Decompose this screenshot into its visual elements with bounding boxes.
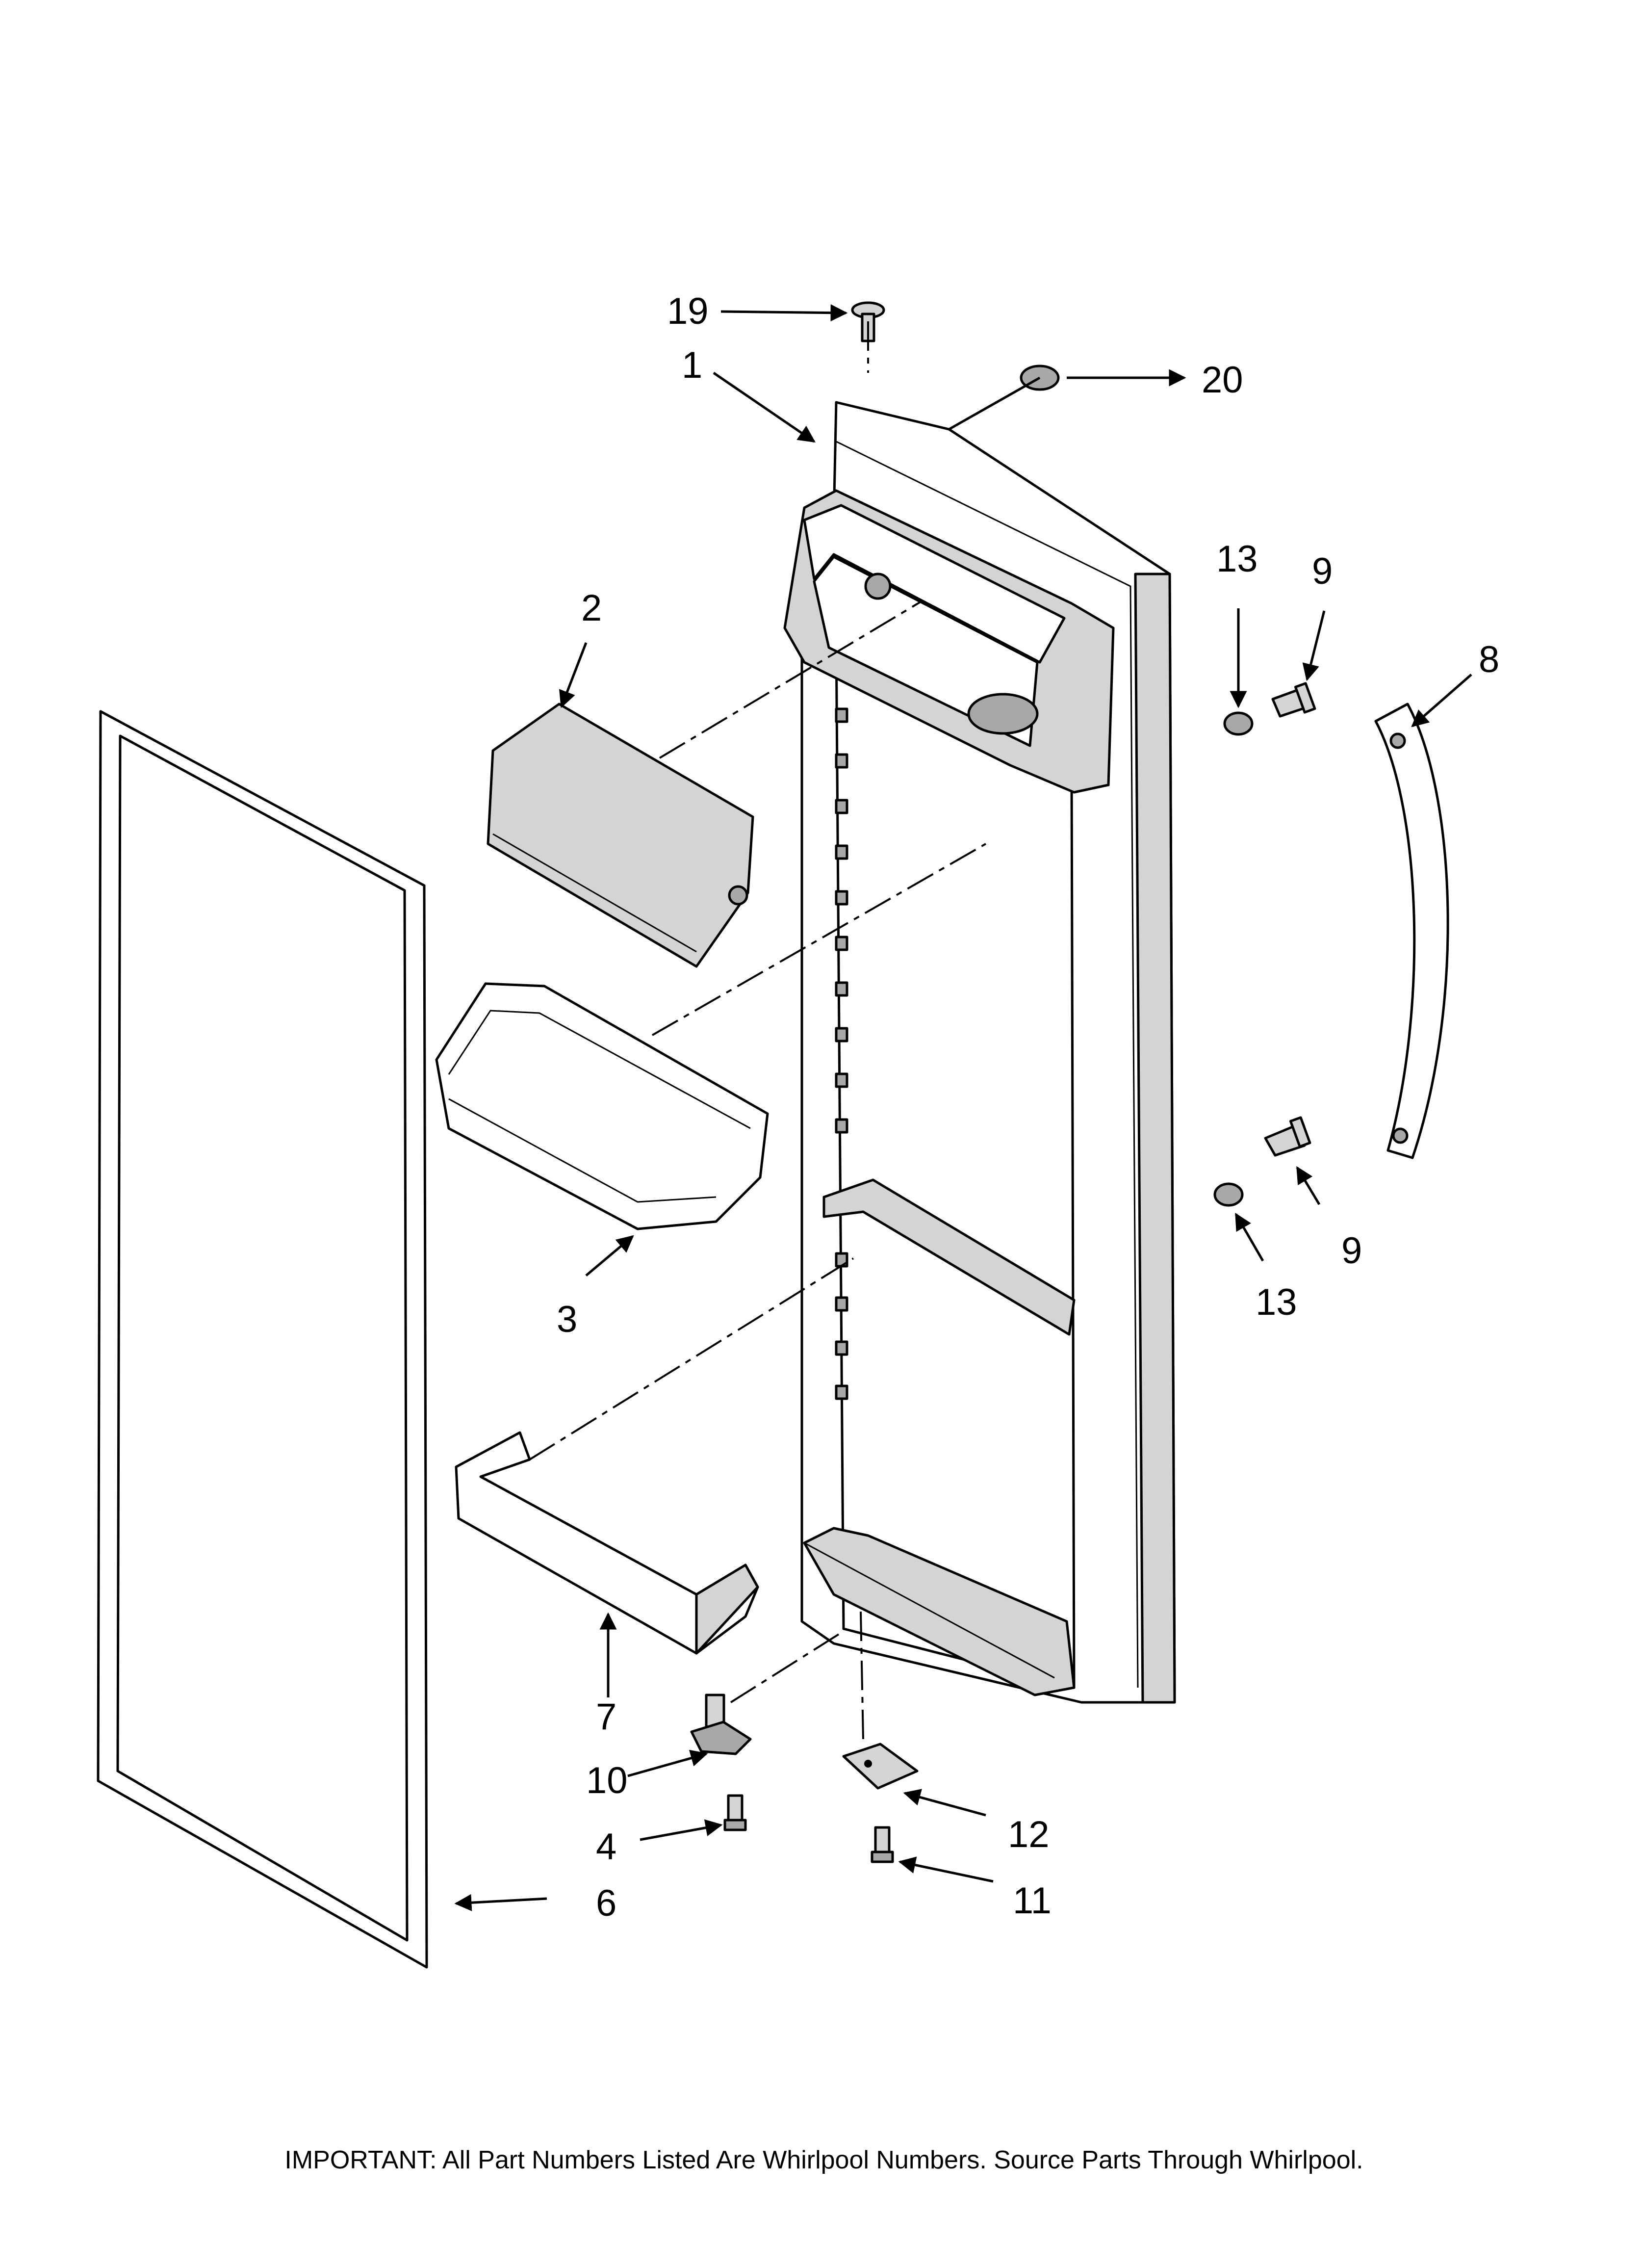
callout-19: 19 — [667, 290, 709, 332]
callout-2: 2 — [581, 587, 602, 629]
callout-10: 10 — [586, 1760, 628, 1801]
callout-20: 20 — [1202, 359, 1243, 401]
lower-door-shelf — [455, 1431, 759, 1655]
door-handle — [1374, 703, 1449, 1159]
door-liner — [783, 401, 1176, 1704]
callout-7: 7 — [596, 1696, 616, 1738]
door-gasket — [97, 710, 428, 1969]
handle-screw-upper — [1271, 682, 1316, 718]
callout-1: 1 — [682, 344, 702, 386]
callout-9-top: 9 — [1312, 550, 1333, 592]
shelf-studs — [835, 707, 848, 1400]
important-footnote: IMPORTANT: All Part Numbers Listed Are W… — [284, 2146, 1363, 2174]
door-bin — [435, 982, 769, 1230]
callout-13-top: 13 — [1216, 538, 1258, 580]
callout-9-bottom: 9 — [1341, 1230, 1362, 1272]
hinge-pin — [690, 1694, 752, 1755]
hinge-bracket — [842, 1743, 919, 1790]
callout-8: 8 — [1479, 639, 1499, 680]
callout-3: 3 — [557, 1299, 577, 1340]
callout-11: 11 — [1013, 1880, 1052, 1922]
callout-12: 12 — [1008, 1814, 1050, 1855]
bracket-screw — [871, 1826, 894, 1863]
leader-arrows — [454, 304, 1472, 1911]
spacer-lower — [1213, 1182, 1244, 1207]
handle-screw-lower — [1264, 1116, 1311, 1157]
callout-6: 6 — [596, 1882, 616, 1924]
assembly-lines — [529, 321, 1041, 1740]
callout-4: 4 — [596, 1826, 616, 1868]
callout-labels: 19 1 20 2 13 9 8 3 9 13 7 10 4 12 11 6 — [557, 290, 1499, 1924]
dairy-door — [487, 703, 754, 968]
callout-13-bottom: 13 — [1256, 1281, 1297, 1323]
spacer-upper — [1223, 711, 1254, 736]
hinge-screw — [723, 1794, 747, 1831]
